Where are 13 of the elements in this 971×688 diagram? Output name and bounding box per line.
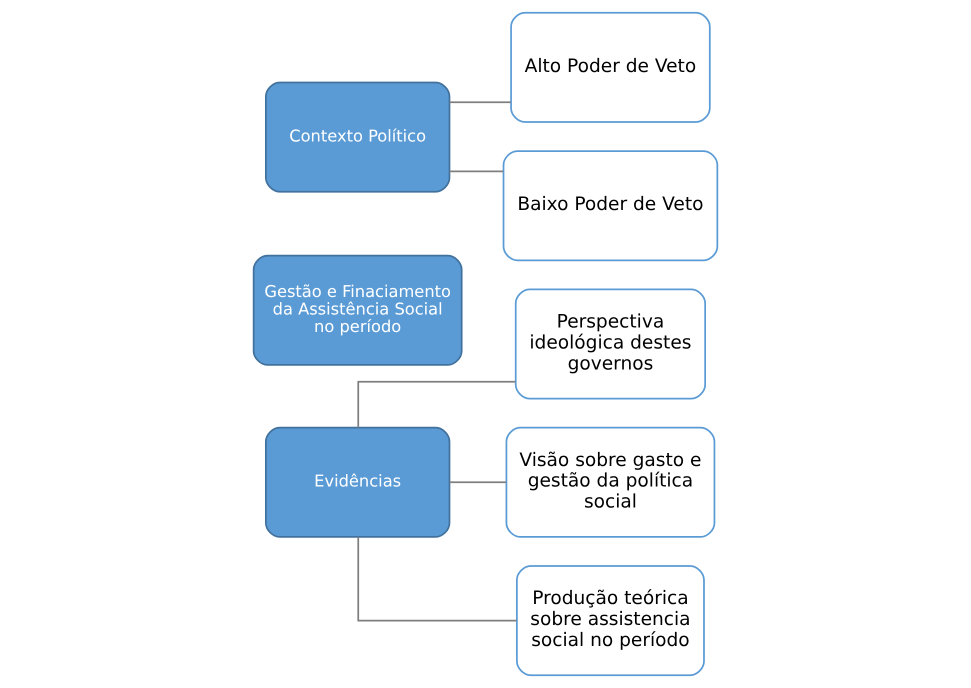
connector [357, 380, 516, 428]
node-box: Produção teórica sobre assistencia social no período [516, 565, 705, 676]
node-box: Visão sobre gasto e gestão da política social [506, 426, 716, 538]
node-box: Alto Poder de Veto [510, 12, 711, 123]
connector [450, 170, 504, 172]
node-box: Contexto Político [264, 82, 450, 193]
connector [357, 536, 517, 622]
node-box: Baixo Poder de Veto [502, 150, 718, 262]
node-box: Evidências [264, 426, 450, 538]
node-box: Gestão e Finaciamento da Assistência Social no período [252, 254, 463, 366]
node-box: Perspectiva ideológica destes governos [514, 288, 706, 400]
connector [450, 101, 511, 104]
connector [450, 481, 506, 484]
